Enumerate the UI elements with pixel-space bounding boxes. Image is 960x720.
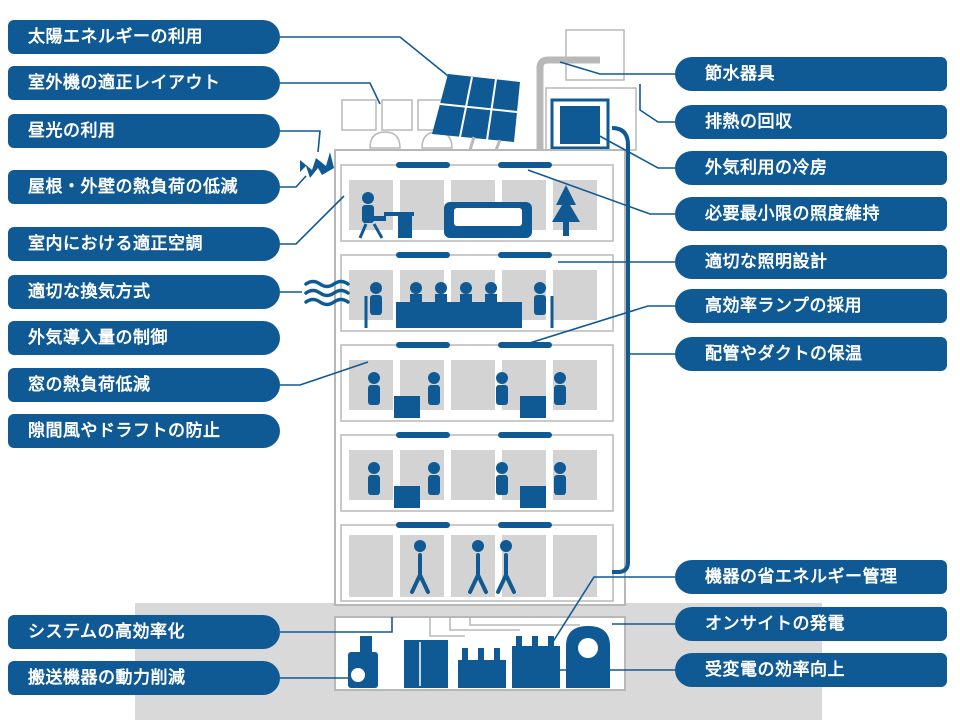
label-conveyance-power: 搬送機器の動力削減: [8, 661, 280, 695]
label-roof-wall-heat-load: 屋根・外壁の熱負荷の低減: [8, 170, 280, 204]
floor-3: [340, 342, 614, 422]
meeting-table-icon: [364, 282, 554, 328]
walking-person-icon: [410, 540, 516, 594]
label-substation-efficiency: 受変電の効率向上: [675, 653, 947, 687]
label-solar-energy: 太陽エネルギーの利用: [8, 20, 280, 54]
label-equipment-management: 機器の省エネルギー管理: [675, 560, 947, 594]
label-daylight: 昼光の利用: [8, 114, 280, 148]
duct-pipe: [611, 126, 630, 574]
cabinet-icon: [404, 640, 448, 688]
ventilation-icon: [304, 279, 350, 307]
label-onsite-generation: オンサイトの発電: [675, 607, 947, 641]
solar-panel: [432, 74, 520, 151]
sofa-icon: [444, 202, 532, 238]
label-pipe-insulation: 配管やダクトの保温: [675, 337, 947, 371]
leader-lines: [280, 36, 675, 679]
floor-2: [340, 432, 614, 512]
basement-wiring: [429, 617, 580, 637]
label-window-heat-load: 窓の熱負荷低減: [8, 368, 280, 402]
label-lighting-design: 適切な照明設計: [675, 245, 947, 279]
label-outdoor-unit-layout: 室外機の適正レイアウト: [8, 66, 280, 100]
heat-recovery-core: [560, 106, 600, 144]
desk-pair-icon: [368, 372, 566, 418]
generator-icon: [566, 626, 610, 688]
office-person-icon: [358, 192, 414, 239]
daylight-icon: [300, 152, 334, 178]
pump-icon: [348, 636, 378, 688]
label-draft-prevention: 隙間風やドラフトの防止: [8, 414, 280, 448]
desk-pair-icon: [368, 462, 566, 508]
label-ventilation: 適切な換気方式: [8, 275, 280, 309]
label-water-saving: 節水器具: [675, 57, 947, 91]
label-minimum-illuminance: 必要最小限の照度維持: [675, 197, 947, 231]
transformer-icon: [458, 636, 560, 688]
label-outdoor-air-control: 外気導入量の制御: [8, 321, 280, 355]
label-system-efficiency: システムの高効率化: [8, 615, 280, 649]
label-heat-recovery: 排熱の回収: [675, 105, 947, 139]
rooftop-pipe: [536, 56, 600, 150]
plant-icon: [552, 185, 580, 236]
label-outdoor-air-cooling: 外気利用の冷房: [675, 151, 947, 185]
label-efficient-lamps: 高効率ランプの採用: [675, 289, 947, 323]
label-indoor-air-conditioning: 室内における適正空調: [8, 227, 280, 261]
